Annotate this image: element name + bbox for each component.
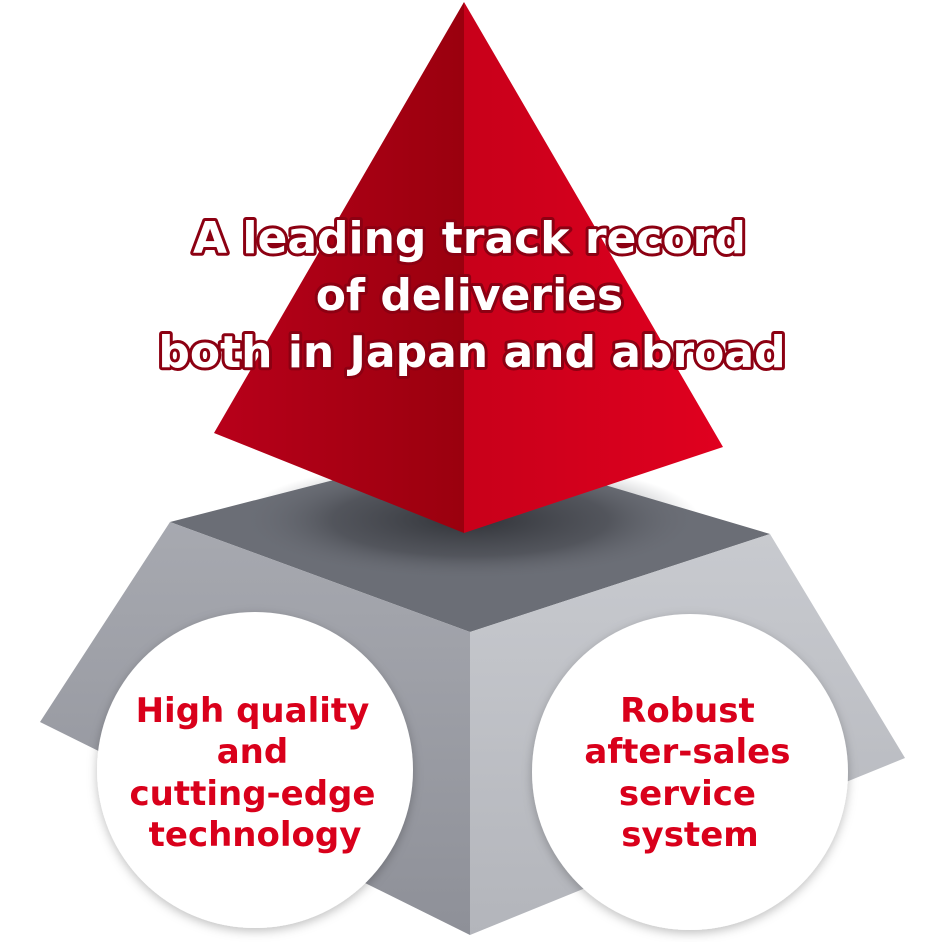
peak-line: A leading track record [193, 213, 746, 264]
pillar-right-circle [532, 614, 848, 930]
pillar-right-label: Robust after-sales service system [584, 691, 795, 855]
peak-label: A leading track record of deliveries bot… [158, 213, 785, 378]
pillar-left-line: High quality [136, 691, 370, 731]
pillar-left-line: and [217, 732, 289, 772]
pyramid-left-face [214, 2, 464, 533]
pillar-left-circle [97, 612, 413, 928]
pillar-right-line: system [621, 815, 758, 855]
pillar-left-line: technology [149, 815, 362, 855]
pillar-left-label: High quality and cutting-edge technology [129, 691, 380, 855]
peak-line: of deliveries [316, 270, 624, 321]
pillar-right-line: Robust [620, 691, 755, 731]
pyramid-right-face [464, 2, 723, 533]
peak-line: both in Japan and abroad [158, 327, 785, 378]
pillar-right-line: after-sales [584, 732, 790, 772]
pillar-right-line: service [619, 774, 756, 814]
pillar-left-line: cutting-edge [129, 774, 375, 814]
